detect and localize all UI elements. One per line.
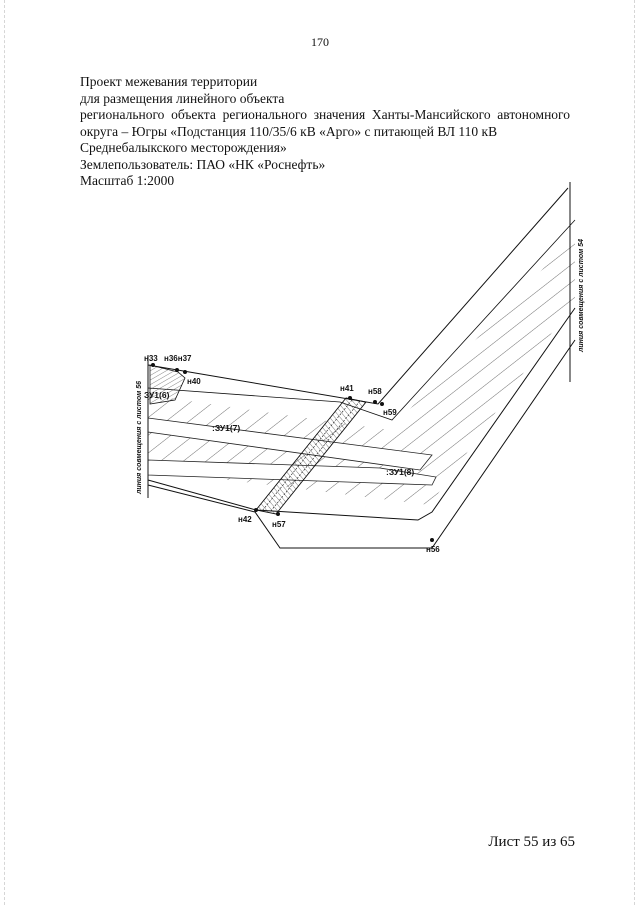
label-zu1-6: ЗУ1(6) <box>144 390 170 400</box>
point-n56 <box>430 538 434 542</box>
label-n57: н57 <box>272 520 286 529</box>
label-n36n37: н36н37 <box>164 354 192 363</box>
scan-edge-left <box>4 0 5 905</box>
page-number: 170 <box>311 35 329 49</box>
point-n59 <box>380 402 384 406</box>
label-n59: н59 <box>383 408 397 417</box>
point-n37 <box>183 370 187 374</box>
label-zu1-8: :ЗУ1(8) <box>386 467 414 477</box>
header-line-4: округа – Югры «Подстанция 110/35/6 кВ «А… <box>80 123 498 139</box>
boundary-top <box>147 187 569 405</box>
scale: Масштаб 1:2000 <box>80 173 175 188</box>
label-n58: н58 <box>368 387 382 396</box>
point-n58 <box>373 400 377 404</box>
zu1-6-patch <box>149 364 186 405</box>
label-n33: н33 <box>144 354 158 363</box>
point-n41 <box>348 396 352 400</box>
label-n41: н41 <box>340 384 354 393</box>
label-zu1-7: :ЗУ1(7) <box>212 423 240 433</box>
point-n33 <box>151 363 155 367</box>
header-line-5: Среднебалыкского месторождения» <box>80 140 287 155</box>
boundary-points <box>151 363 434 542</box>
boundary-inner-top <box>147 219 576 421</box>
document-header: Проект межевания территории для размещен… <box>80 74 570 190</box>
boundary-bottom <box>147 307 576 521</box>
land-user: Землепользователь: ПАО «НК «Роснефть» <box>80 156 326 172</box>
label-n40: н40 <box>187 377 201 386</box>
crossing-line-center-1 <box>261 399 353 512</box>
label-n56: н56 <box>426 545 440 554</box>
point-n57 <box>276 512 280 516</box>
header-line-2: для размещения линейного объекта <box>80 90 285 106</box>
label-match-line-left: линия совмещения с листом 56 <box>136 381 143 495</box>
header-line-1: Проект межевания территории <box>80 74 258 89</box>
boundary-outer-bottom <box>147 339 576 549</box>
crossing-line-center-2 <box>269 400 361 513</box>
scan-edge-right <box>634 0 635 905</box>
sheet-label: Лист 55 из 65 <box>488 834 575 850</box>
header-line-3: регионального объекта регионального знач… <box>80 107 570 122</box>
label-n42: н42 <box>238 515 252 524</box>
label-match-line-right: линия совмещения с листом 54 <box>578 239 585 353</box>
point-n42 <box>254 508 258 512</box>
point-n36 <box>175 368 179 372</box>
